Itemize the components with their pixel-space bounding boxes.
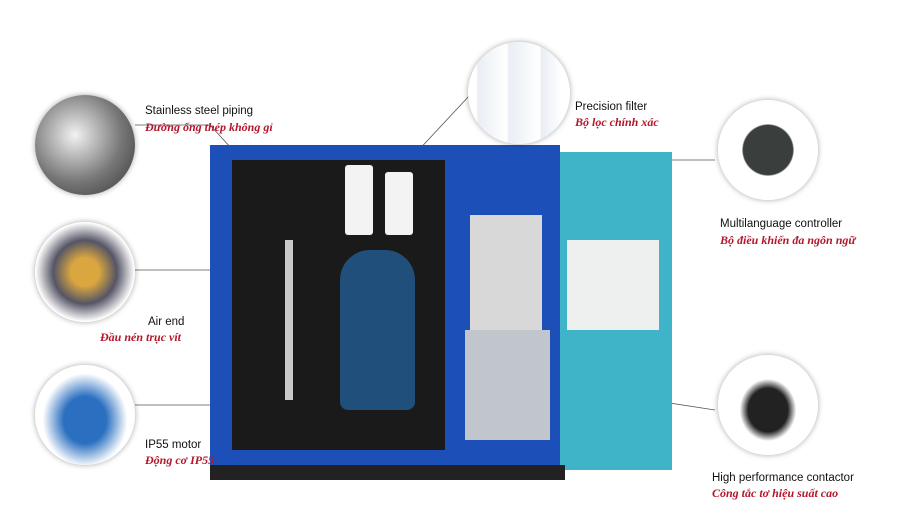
motor-image [35,365,135,465]
callout-precision-filter-vi: Bộ lọc chính xác [575,115,659,129]
callout-air-end: Air end [148,316,185,328]
callout-high-performance-contactor-vi: Công tắc tơ hiệu suất cao [712,486,839,500]
filter-right [385,172,413,235]
panel-mount-plate [470,215,542,335]
callout-ip55-motor-vi: Động cơ IP55 [145,453,215,467]
callout-precision-filter: Precision filter [575,101,648,113]
air-tank [340,250,415,410]
stainless-piping-image [35,95,135,195]
air-end-image [35,222,135,322]
callout-stainless-steel-piping-vi: Đường ống thép không gỉ [145,120,273,134]
cabinet-base [210,465,565,480]
callout-ip55-motor: IP55 motor [145,439,202,451]
callout-stainless-steel-piping: Stainless steel piping [145,105,254,117]
callout-air-end-vi: Đầu nén trục vít [100,330,182,344]
controller-image [718,100,818,200]
callout-multilanguage-controller: Multilanguage controller [720,218,843,230]
contactor-image [718,355,818,455]
filter-left [345,165,373,235]
callout-high-performance-contactor: High performance contactor [712,472,854,484]
steel-pipe [285,240,293,400]
door-label-sheet [567,240,659,330]
callout-multilanguage-controller-vi: Bộ điều khiển đa ngôn ngữ [720,233,856,247]
precision-filter-image [468,42,570,144]
panel-lower [465,330,550,440]
